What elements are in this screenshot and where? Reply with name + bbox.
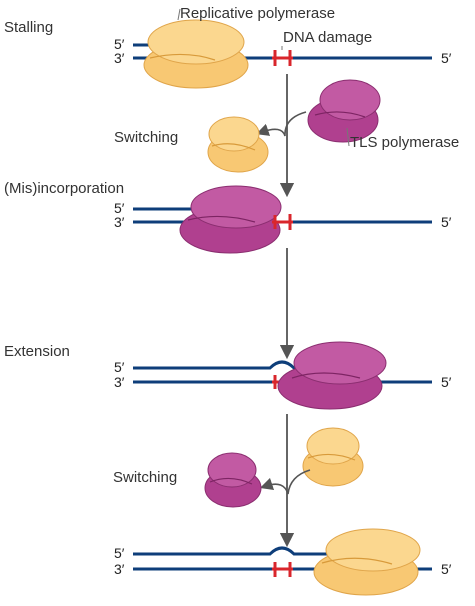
strand-end-5prime: 5′ (441, 374, 452, 390)
dna-damage-icon (272, 50, 293, 66)
replicative-polymerase-icon (143, 19, 249, 89)
misincorporation-dna (133, 207, 432, 224)
strand-end-5prime: 5′ (114, 36, 125, 52)
label-extension: Extension (4, 343, 70, 360)
switching-arrow-2 (259, 469, 311, 495)
label-replicative-polymerase: Replicative polymerase (180, 5, 336, 22)
strand-end-5prime: 5′ (441, 561, 452, 577)
tls-polymerase-icon (277, 341, 387, 410)
tls-polymerase-icon (307, 79, 381, 143)
replicative-polymerase-icon (302, 427, 364, 487)
label-misincorporation: (Mis)incorporation (4, 180, 125, 197)
tls-polymerase-icon (179, 185, 282, 254)
replicative-polymerase-icon (313, 528, 421, 596)
replicative-polymerase-icon (207, 116, 269, 173)
strand-end-5prime: 5′ (114, 200, 125, 216)
strand-end-5prime: 5′ (114, 359, 125, 375)
tls-polymerase-icon (204, 452, 262, 508)
replicative-pointer (177, 8, 181, 21)
strand-end-5prime: 5′ (114, 545, 125, 561)
strand-end-3prime: 3′ (114, 561, 125, 577)
strand-end-5prime: 5′ (441, 214, 452, 230)
label-dna-damage: DNA damage (283, 29, 373, 46)
label-stalling: Stalling (4, 19, 54, 36)
switching-arrow-1 (255, 111, 307, 137)
label-tls-polymerase: TLS polymerase (350, 134, 460, 151)
label-switching-1: Switching (114, 129, 179, 146)
dna-damage-icon (272, 562, 293, 577)
strand-end-5prime: 5′ (441, 50, 452, 66)
strand-end-3prime: 3′ (114, 50, 125, 66)
tls-pointer (346, 127, 350, 147)
strand-end-3prime: 3′ (114, 214, 125, 230)
strand-end-3prime: 3′ (114, 374, 125, 390)
label-switching-2: Switching (113, 469, 178, 486)
dna-damage-icon (272, 214, 293, 230)
